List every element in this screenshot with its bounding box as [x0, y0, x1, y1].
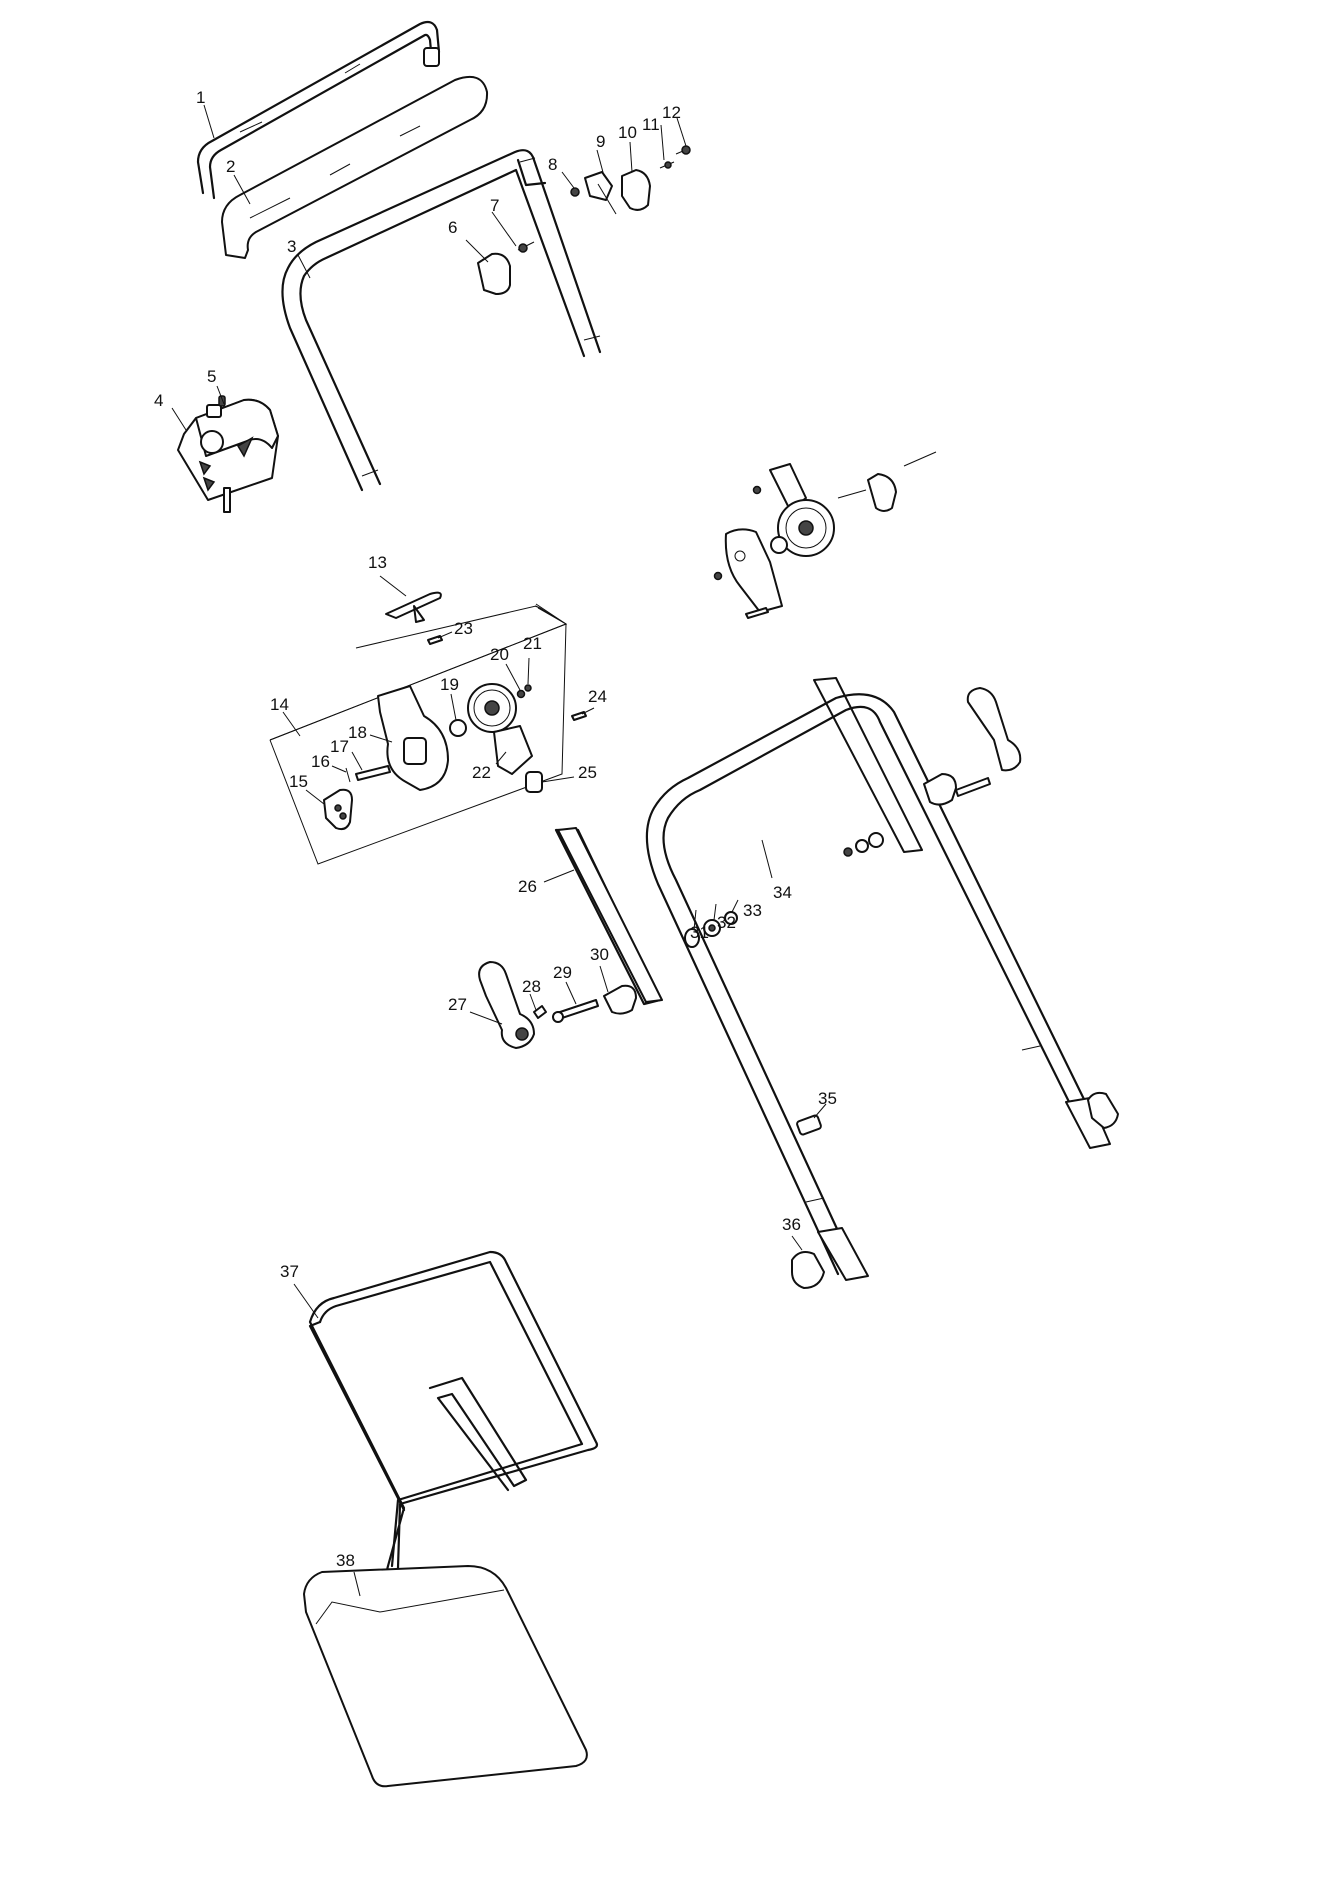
part-37-grass-bag-frame	[308, 1250, 599, 1578]
right-lower-knob	[1087, 1091, 1119, 1129]
callout-18: 18	[348, 723, 367, 742]
part-7-clip-screw	[517, 241, 535, 253]
callout-14: 14	[270, 695, 289, 714]
callout-24: 24	[588, 687, 607, 706]
callout-17: 17	[330, 737, 349, 756]
part-38-grass-bag	[303, 1565, 588, 1788]
callout-1: 1	[196, 88, 205, 107]
part-1-upper-handle-bar	[196, 20, 441, 200]
callout-8: 8	[548, 155, 557, 174]
part-25-bushing	[525, 771, 543, 793]
leader-lines	[171, 104, 827, 1597]
part-2-foam-grip	[221, 76, 489, 259]
part-31-washer	[684, 928, 700, 948]
callout-22: 22	[472, 763, 491, 782]
part-4-control-box	[177, 398, 279, 513]
callout-35: 35	[818, 1089, 837, 1108]
part-29-bolt	[552, 999, 599, 1023]
callout-3: 3	[287, 237, 296, 256]
callout-20: 20	[490, 645, 509, 664]
callout-34: 34	[773, 883, 792, 902]
part-20-nut	[516, 689, 526, 699]
part-6-cable-clip	[477, 252, 511, 295]
callout-5: 5	[207, 367, 216, 386]
callout-13: 13	[368, 553, 387, 572]
right-upper-adjuster-assembly	[713, 451, 937, 619]
right-lower-lever-assembly	[843, 687, 1022, 857]
part-34-lower-handle-frame	[645, 693, 1111, 1281]
callout-38: 38	[336, 1551, 355, 1570]
part-15-latch	[323, 788, 353, 831]
callout-21: 21	[523, 634, 542, 653]
callout-36: 36	[782, 1215, 801, 1234]
callout-6: 6	[448, 218, 457, 237]
part-12-screw	[675, 145, 691, 155]
part-18-adjuster-housing	[377, 685, 449, 791]
part-21-washer	[524, 684, 532, 692]
callout-12: 12	[662, 103, 681, 122]
callout-26: 26	[518, 877, 537, 896]
part-14-adjuster-assembly-outline	[269, 603, 568, 865]
part-13-cable-guide	[385, 591, 442, 623]
callout-19: 19	[440, 675, 459, 694]
callout-11: 11	[642, 115, 660, 134]
part-9-lever-bracket	[584, 171, 617, 215]
part-32-spring	[703, 919, 721, 937]
part-22-adjuster-wheel	[467, 683, 533, 775]
callout-31: 31	[690, 923, 709, 942]
callout-32: 32	[717, 913, 736, 932]
part-10-lever-cover	[621, 169, 651, 211]
callout-2: 2	[226, 157, 235, 176]
part-28-pin	[533, 1005, 547, 1019]
callout-10: 10	[618, 123, 637, 142]
callout-labels: 1 2 3 4 5 6 7 8 9 10 11 12 13 14 15 16 1…	[154, 88, 837, 1570]
part-3-upper-handle-frame	[281, 149, 602, 492]
callout-33: 33	[743, 901, 762, 920]
callout-25: 25	[578, 763, 597, 782]
part-11-washer	[659, 161, 675, 169]
part-16-pin	[345, 767, 351, 783]
callout-15: 15	[289, 772, 308, 791]
callout-23: 23	[454, 619, 473, 638]
callout-37: 37	[280, 1262, 299, 1281]
part-17-bolt	[355, 765, 391, 781]
callout-9: 9	[596, 132, 605, 151]
part-27-lever	[478, 961, 535, 1049]
callout-4: 4	[154, 391, 163, 410]
right-lower-handle-tube	[813, 677, 923, 853]
part-30-cap	[603, 984, 637, 1015]
part-35-bushing	[796, 1114, 822, 1136]
callout-28: 28	[522, 977, 541, 996]
callout-30: 30	[590, 945, 609, 964]
callout-16: 16	[311, 752, 330, 771]
part-33-nut	[724, 911, 738, 925]
part-36-knob	[791, 1251, 825, 1289]
part-8-screw	[570, 187, 580, 197]
callout-27: 27	[448, 995, 467, 1014]
callout-7: 7	[490, 196, 499, 215]
part-26-lower-handle-tube	[554, 827, 663, 1006]
callout-29: 29	[553, 963, 572, 982]
part-19-spacer	[449, 719, 467, 737]
